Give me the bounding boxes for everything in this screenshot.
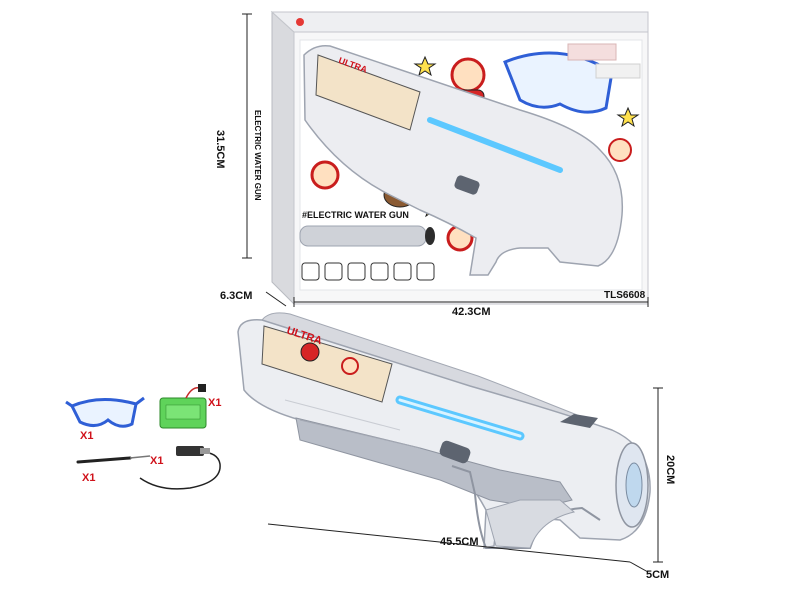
goggles-icon (69, 397, 138, 428)
box-height-label: 31.5CM (214, 130, 226, 169)
box-top-thumbnail (567, 43, 617, 61)
charger-icon (176, 446, 204, 456)
gun-height-label: 20CM (664, 455, 676, 485)
feature-icon (393, 262, 412, 281)
gun-muzzle-core (625, 462, 643, 508)
feature-icon (370, 262, 389, 281)
accessories (65, 384, 221, 490)
cartoon-hero-head (450, 57, 486, 93)
brand-logo-icon (296, 18, 304, 26)
box-water-stream (299, 225, 427, 247)
box-width-label: 42.3CM (452, 306, 491, 318)
gun-dimension-lines (267, 387, 663, 573)
gun-decal-hero (300, 342, 320, 362)
gun-top-clip (560, 414, 598, 428)
charger-qty: X1 (150, 455, 164, 467)
gun-side-decal (261, 325, 393, 403)
cartoon-hero-head (310, 160, 340, 190)
box-top-panel (270, 11, 649, 33)
gun-trigger-hole (439, 440, 471, 464)
battery-label (165, 404, 201, 420)
feature-icon (347, 262, 366, 281)
feature-icon (324, 262, 343, 281)
box-gun-water-strip (427, 117, 563, 173)
screwdriver-icon (76, 456, 132, 464)
goggles-strap (65, 396, 145, 408)
charger-plug (200, 448, 210, 454)
feature-icon (416, 262, 435, 281)
charger-cable (139, 451, 221, 490)
main-water-gun (237, 312, 651, 549)
product-title-label: #ELECTRIC WATER GUN (302, 210, 409, 220)
cartoon-hero-head (608, 138, 632, 162)
box-gun-grip-hole (454, 175, 480, 195)
box-side-panel (271, 10, 295, 306)
gun-grip-fill (485, 499, 576, 549)
goggles-qty: X1 (80, 430, 94, 442)
gun-lower-panel (295, 417, 573, 509)
gun-water-window-glow (398, 398, 522, 438)
star-icon (616, 106, 640, 128)
screwdriver-shaft (129, 455, 151, 459)
gun-length-label: 45.5CM (440, 536, 479, 548)
star-icon (413, 55, 437, 77)
battery-connector (198, 384, 206, 392)
box-gun-decal (315, 54, 421, 131)
box-side-text: ELECTRIC WATER GUN (253, 110, 262, 201)
box-dimension-lines (242, 13, 649, 307)
feature-icon-row (301, 262, 435, 281)
screwdriver-qty: X1 (82, 472, 96, 484)
battery-qty: X1 (208, 397, 222, 409)
box-water-stream-tip (425, 227, 435, 245)
feature-icon (301, 262, 320, 281)
box-top-thumbnail (595, 63, 641, 79)
model-code-label: TLS6608 (604, 290, 646, 301)
box-depth-label: 6.3CM (220, 290, 253, 302)
battery-wire (185, 386, 201, 399)
gun-decal-hero (341, 357, 359, 375)
box-goggles (503, 51, 614, 114)
package-box (270, 10, 649, 306)
gun-depth-label: 5CM (646, 569, 670, 581)
gun-panel-line (284, 399, 401, 431)
gun-panel-line (299, 419, 421, 449)
